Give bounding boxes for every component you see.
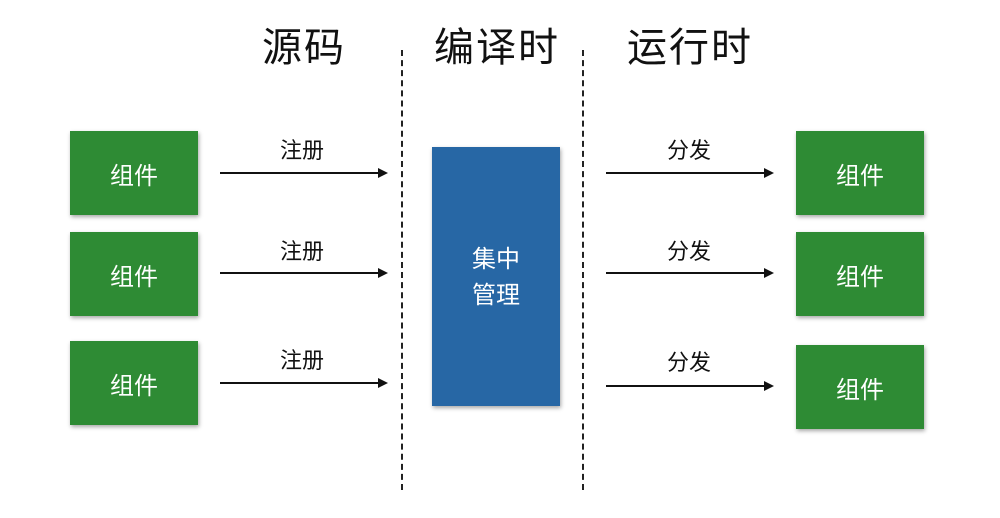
right-component-1: 组件 <box>796 131 924 215</box>
register-label-1: 注册 <box>279 139 324 164</box>
arrowhead-icon <box>764 168 774 178</box>
register-arrow-3 <box>220 378 388 388</box>
right-component-2: 组件 <box>796 232 924 316</box>
arrowhead-icon <box>764 381 774 391</box>
register-label-3: 注册 <box>279 349 324 374</box>
arrowhead-icon <box>378 268 388 278</box>
register-arrow-2 <box>220 268 388 278</box>
central-label-line1: 集中 <box>472 244 520 273</box>
central-label-line2: 管理 <box>472 280 520 309</box>
phase-title-compile: 编译时 <box>434 25 560 71</box>
divider-source-compile <box>401 50 403 490</box>
phase-title-runtime: 运行时 <box>627 25 753 71</box>
register-label-2: 注册 <box>279 240 324 265</box>
arrowhead-icon <box>764 268 774 278</box>
dispatch-label-2: 分发 <box>666 240 711 265</box>
left-component-3: 组件 <box>70 341 198 425</box>
dispatch-label-3: 分发 <box>666 351 711 376</box>
left-component-2: 组件 <box>70 232 198 316</box>
arrowhead-icon <box>378 378 388 388</box>
dispatch-label-1: 分发 <box>666 139 711 164</box>
register-arrow-1 <box>220 168 388 178</box>
divider-compile-runtime <box>582 50 584 490</box>
dispatch-arrow-1 <box>606 168 774 178</box>
dispatch-arrow-3 <box>606 381 774 391</box>
arrowhead-icon <box>378 168 388 178</box>
right-component-3: 组件 <box>796 345 924 429</box>
central-management-box: 集中 管理 <box>432 147 560 406</box>
dispatch-arrow-2 <box>606 268 774 278</box>
phase-title-source: 源码 <box>262 25 346 71</box>
left-component-1: 组件 <box>70 131 198 215</box>
